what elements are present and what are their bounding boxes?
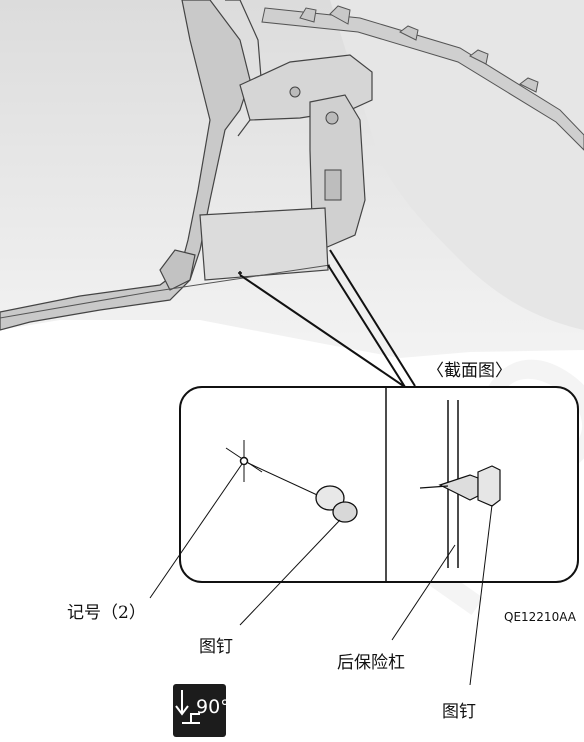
hinge-slot — [324, 169, 342, 201]
detail-callout-box — [179, 386, 579, 583]
pin-left-label: 图钉 — [199, 637, 233, 657]
mark-circle — [239, 456, 249, 466]
trim-clips — [299, 5, 539, 93]
pin-body — [332, 501, 358, 523]
pin-section-tip — [419, 485, 449, 489]
figure-code: QE12210AA — [504, 610, 576, 624]
upper-trim-strip — [261, 7, 584, 151]
leader-rear-bumper — [391, 544, 456, 641]
callout-leaders — [239, 249, 416, 388]
rear-bumper-label: 后保险杠 — [337, 653, 405, 673]
leader-mark2 — [149, 463, 243, 599]
section-view-label: 〈截面图〉 — [427, 361, 512, 381]
hinge-bolt — [289, 86, 301, 98]
down-arrow-icon — [175, 690, 200, 724]
panel-edge — [225, 0, 263, 137]
angle-badge-text: 90° — [196, 696, 230, 718]
hinge-bolt — [325, 111, 339, 125]
pin-right-label: 图钉 — [442, 702, 476, 722]
bumper-flange — [199, 207, 329, 281]
leader-pin-left — [239, 519, 341, 626]
bumper-inner-surface — [330, 0, 584, 330]
corner-clip — [159, 249, 196, 291]
left-body-panel — [0, 0, 251, 331]
lower-edge — [0, 264, 331, 319]
pin-section-body — [477, 465, 501, 507]
mark-position-star — [238, 271, 242, 275]
leader-pin-right — [469, 504, 493, 686]
mark2-label: 记号（2） — [67, 603, 146, 623]
pin-axis-line — [247, 462, 329, 501]
